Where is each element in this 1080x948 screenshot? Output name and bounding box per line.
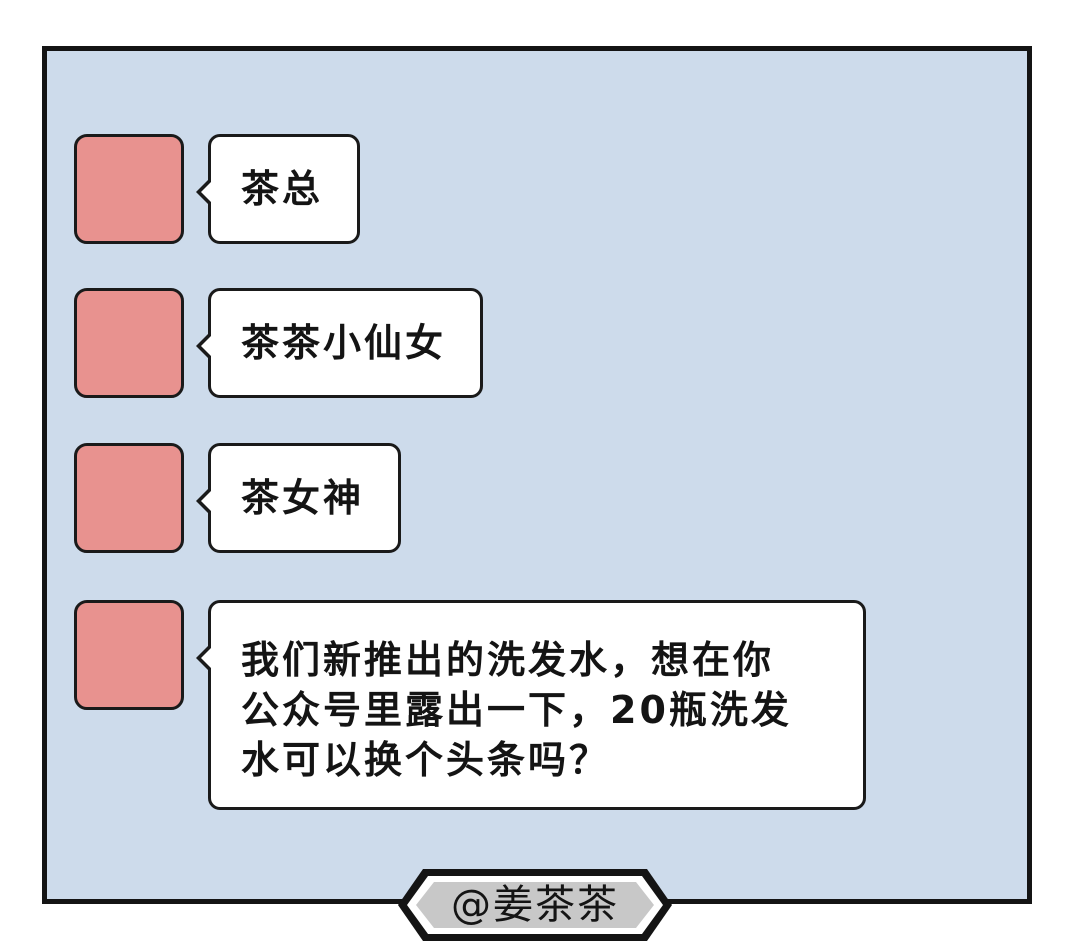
message-line: 我们新推出的洗发水，想在你 xyxy=(241,638,775,682)
sender-avatar xyxy=(74,443,184,553)
message-row: 茶女神 xyxy=(74,443,402,553)
message-row: 茶总 xyxy=(74,134,361,244)
sender-avatar xyxy=(74,600,184,710)
sender-avatar xyxy=(74,288,184,398)
bubble-tail xyxy=(196,331,212,361)
message-text: 茶茶小仙女 xyxy=(241,321,447,365)
signature-text: @姜茶茶 xyxy=(451,882,619,928)
message-row: 我们新推出的洗发水，想在你 公众号里露出一下，20瓶洗发 水可以换个头条吗？ xyxy=(74,600,866,810)
bubble-tail xyxy=(196,486,212,516)
message-text: 茶总 xyxy=(241,167,324,211)
signature-badge-shape xyxy=(398,869,672,941)
bubble-tail xyxy=(196,643,212,673)
message-bubble: 我们新推出的洗发水，想在你 公众号里露出一下，20瓶洗发 水可以换个头条吗？ xyxy=(196,600,866,810)
sender-avatar xyxy=(74,134,184,244)
message-bubble: 茶总 xyxy=(196,134,361,244)
message-line: 水可以换个头条吗？ xyxy=(241,738,611,782)
bubble-tail xyxy=(196,177,212,207)
author-signature-badge: @姜茶茶 xyxy=(395,866,675,944)
message-bubble: 茶女神 xyxy=(196,443,402,553)
message-text: 茶女神 xyxy=(241,476,365,520)
message-line: 公众号里露出一下，20瓶洗发 xyxy=(241,688,792,732)
message-row: 茶茶小仙女 xyxy=(74,288,484,398)
message-bubble: 茶茶小仙女 xyxy=(196,288,484,398)
